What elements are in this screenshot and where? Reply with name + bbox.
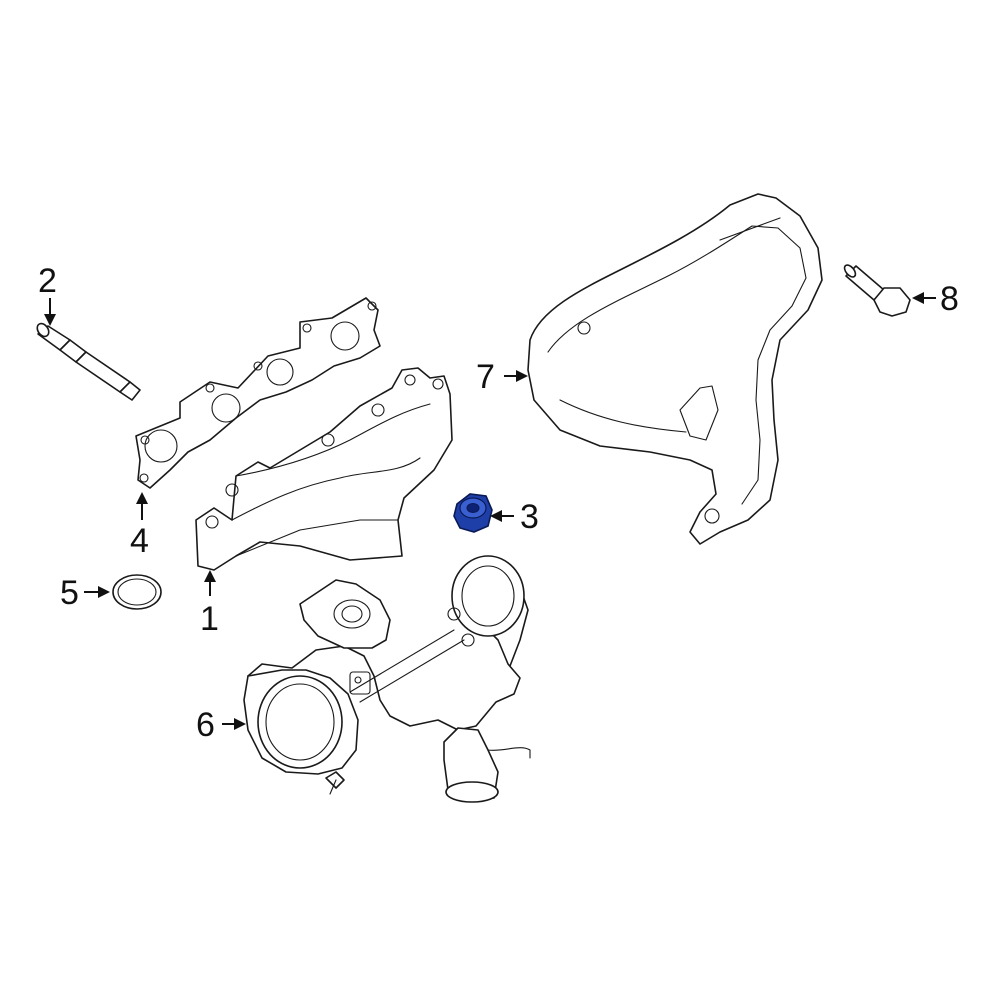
part-7-heat-shield[interactable]	[527, 193, 823, 545]
callout-arrow-4	[136, 492, 148, 520]
nut-hole	[466, 503, 480, 513]
callout-label-4: 4	[130, 522, 149, 560]
callout-label-7: 7	[476, 358, 495, 396]
callout-arrow-3	[490, 510, 514, 522]
callout-label-3: 3	[520, 498, 539, 536]
callout-label-2: 2	[38, 262, 57, 300]
callout-arrow-2	[44, 298, 56, 326]
callout-arrow-7	[504, 370, 528, 382]
callout-label-5: 5	[60, 574, 79, 612]
callout-label-8: 8	[940, 280, 959, 318]
part-6-turbocharger[interactable]	[243, 555, 531, 803]
callout-label-6: 6	[196, 706, 215, 744]
part-5-ring[interactable]	[112, 574, 162, 610]
part-1-exhaust-manifold[interactable]	[195, 367, 453, 571]
callout-arrow-1	[204, 570, 216, 596]
callout-arrow-5	[84, 586, 110, 598]
callout-label-1: 1	[200, 600, 219, 638]
part-8-bolt[interactable]	[842, 263, 911, 317]
callout-arrow-8	[912, 292, 936, 304]
part-2-stud[interactable]	[35, 321, 141, 401]
callout-arrow-6	[222, 718, 246, 730]
part-3-nut[interactable]	[453, 493, 493, 533]
part-4-gasket[interactable]	[135, 297, 381, 489]
